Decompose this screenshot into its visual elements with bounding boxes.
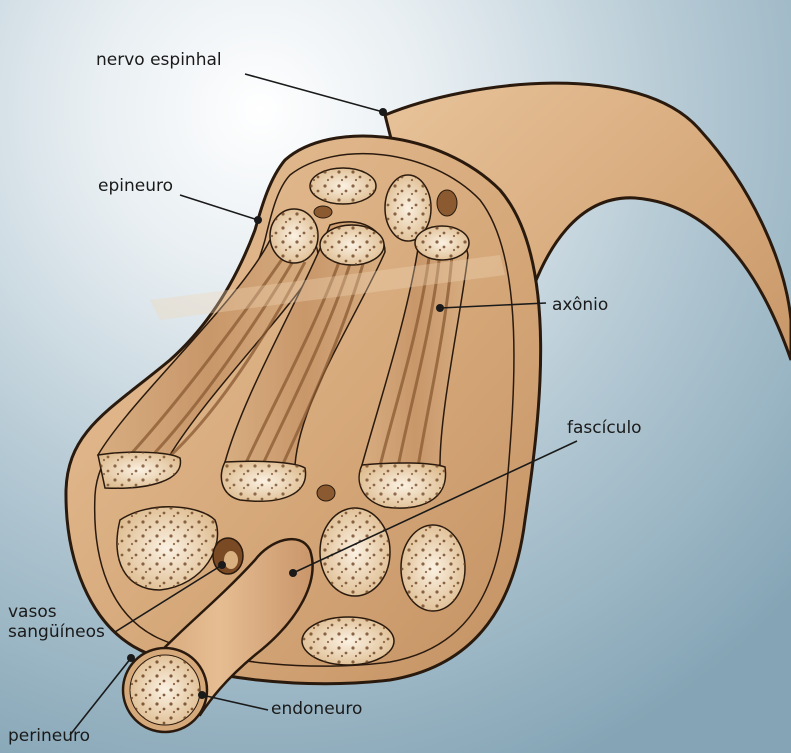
label-axonio: axônio [552,295,608,315]
label-endoneuro: endoneuro [271,699,362,719]
label-vasos-sanguineos: vasos sangüíneos [8,602,105,642]
label-epineuro: epineuro [98,176,173,196]
label-fasciculo: fascículo [567,418,642,438]
label-nervo-espinhal: nervo espinhal [96,50,222,70]
label-perineuro: perineuro [8,726,90,746]
